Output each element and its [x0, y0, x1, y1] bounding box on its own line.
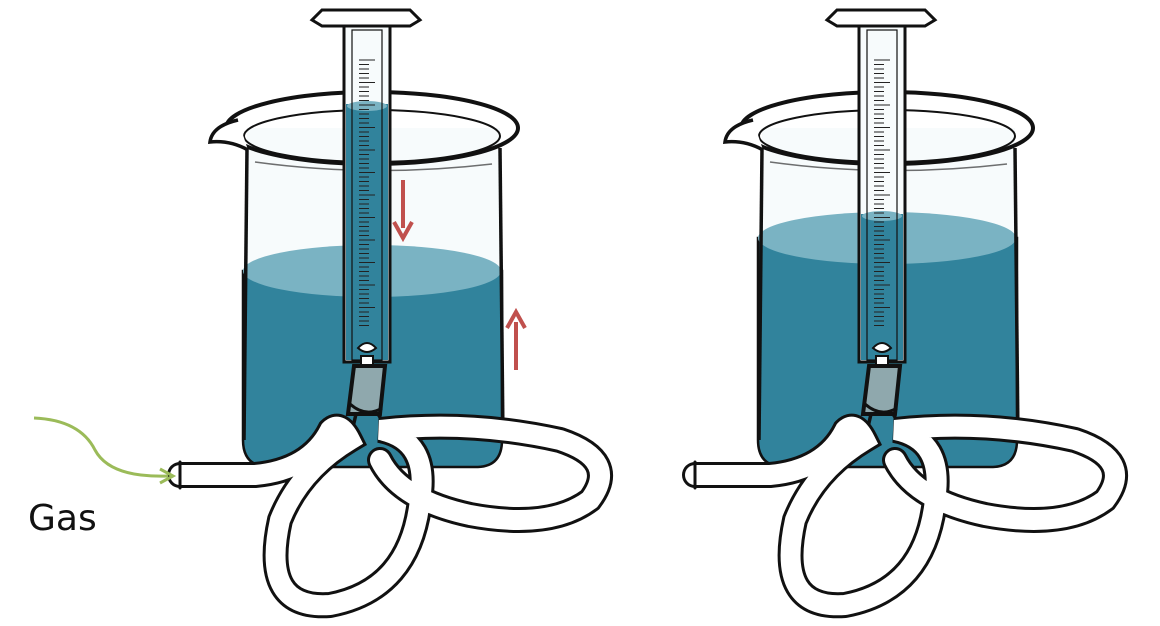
apparatus-after — [722, 8, 1035, 469]
beaker-spout — [722, 118, 764, 152]
tube-level-down-arrow — [392, 180, 414, 243]
gas-label: Gas — [28, 498, 97, 539]
stopcock — [871, 342, 893, 353]
tube-graduations — [359, 59, 375, 326]
beaker-level-up-arrow — [505, 307, 527, 370]
beaker-spout — [207, 118, 249, 152]
gas-arrow — [33, 416, 169, 478]
tube-water — [861, 214, 903, 360]
beaker-wall-right — [1013, 147, 1020, 441]
beaker-wall-left — [242, 147, 249, 441]
tube-water — [346, 104, 388, 360]
stopcock — [356, 342, 378, 353]
gas-hose-right — [682, 413, 1128, 619]
tube-top-cap — [824, 8, 938, 28]
gas-indicator: Gas — [28, 416, 177, 539]
tube-graduations — [874, 59, 890, 326]
beaker-wall-left — [757, 147, 764, 441]
beaker-wall-right — [498, 147, 505, 441]
tube-top-cap — [309, 8, 423, 28]
apparatus-before — [207, 8, 527, 469]
gas-hose-left — [167, 413, 613, 619]
